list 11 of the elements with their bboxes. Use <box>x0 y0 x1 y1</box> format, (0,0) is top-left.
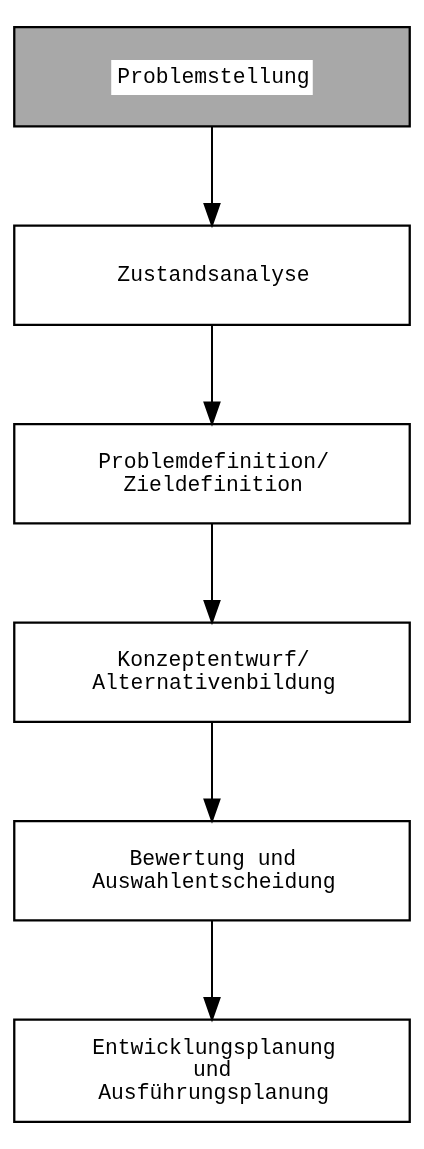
node-box: Entwicklungsplanung und Ausführungsplanung <box>13 1018 411 1124</box>
node-box: Zustandsanalyse <box>13 224 411 326</box>
arrow <box>203 522 221 626</box>
arrow <box>203 125 221 229</box>
arrow <box>203 919 221 1023</box>
node-box: Problemdefinition/ Zieldefinition <box>13 422 411 525</box>
arrow <box>203 721 221 824</box>
arrow <box>203 324 221 427</box>
node-box: Problemstellung <box>13 25 411 128</box>
node-box: Konzeptentwurf/ Alternativenbildung <box>13 621 411 723</box>
node-box: Bewertung und Auswahlentscheidung <box>13 819 411 922</box>
